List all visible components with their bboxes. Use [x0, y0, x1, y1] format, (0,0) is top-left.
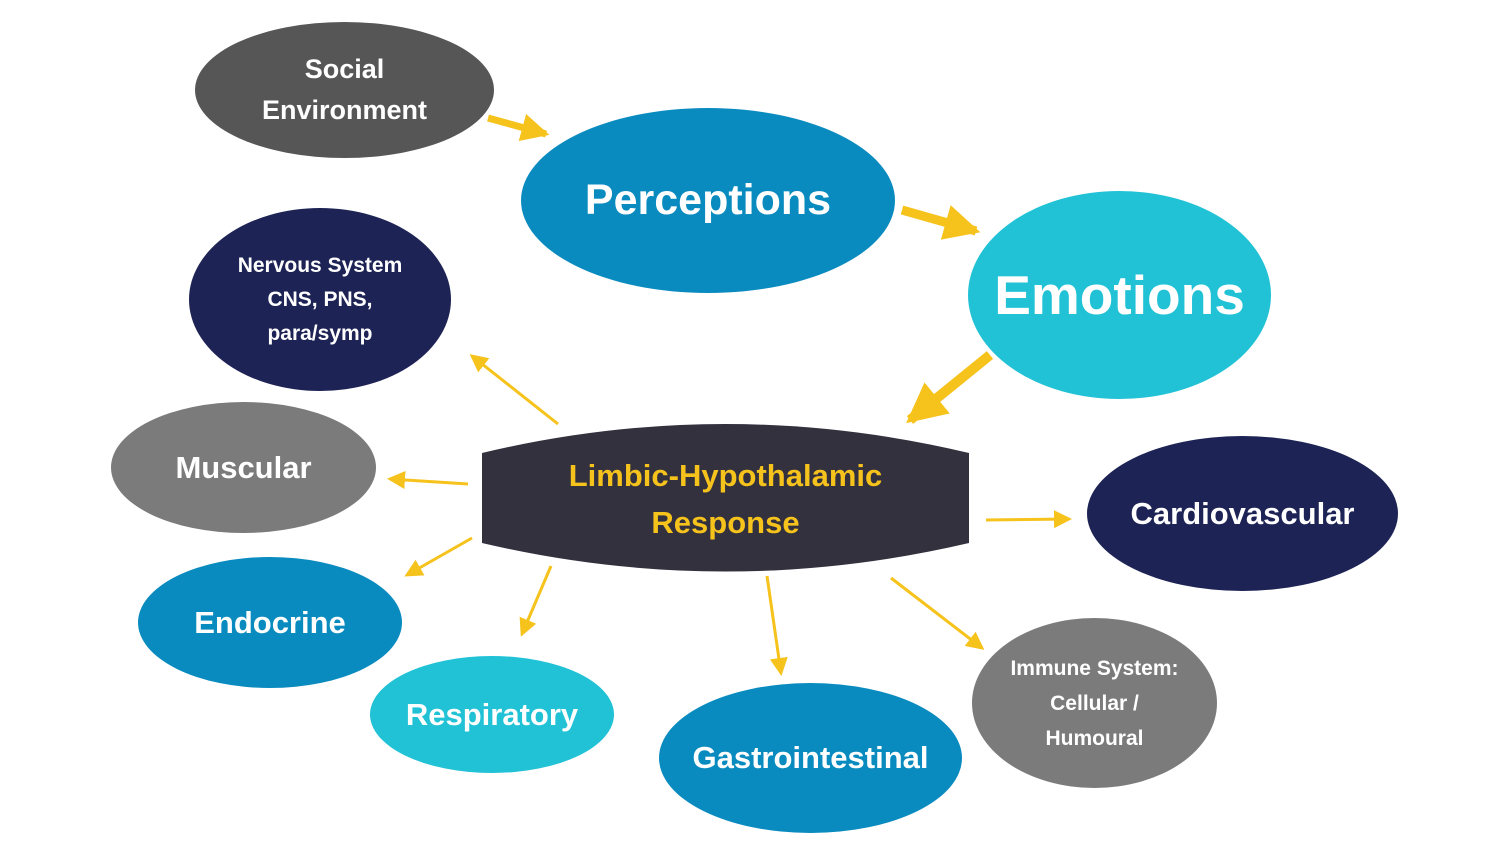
respiratory-node: Respiratory: [370, 656, 614, 773]
cardiovascular-node: Cardiovascular: [1087, 436, 1398, 591]
perceptions-node: Perceptions: [521, 108, 895, 293]
arrow-perceptions-to-emotions: [900, 205, 981, 240]
immune-system-node: Immune System: Cellular / Humoural: [972, 618, 1217, 788]
emotions-node: Emotions: [968, 191, 1271, 399]
arrow-hub-to-cardiovascular: [985, 510, 1072, 529]
nervous-system-node: Nervous System CNS, PNS, para/symp: [189, 208, 451, 391]
hub-shape: [482, 424, 969, 572]
arrow-hub-to-endocrine: [404, 536, 473, 577]
arrow-emotions-to-hub: [906, 351, 994, 424]
arrow-hub-to-nervous: [469, 354, 559, 426]
social-environment-node: Social Environment: [195, 22, 494, 158]
arrow-social-to-perceptions: [487, 113, 550, 141]
endocrine-node: Endocrine: [138, 557, 402, 688]
arrow-hub-to-respiratory: [519, 565, 553, 637]
hub-label: Limbic-Hypothalamic Response: [568, 457, 883, 540]
muscular-node: Muscular: [111, 402, 376, 533]
arrow-hub-to-immune: [890, 576, 985, 650]
arrow-hub-to-muscular: [387, 470, 469, 489]
arrow-hub-to-gastrointestinal: [765, 575, 788, 676]
gastrointestinal-node: Gastrointestinal: [659, 683, 962, 833]
